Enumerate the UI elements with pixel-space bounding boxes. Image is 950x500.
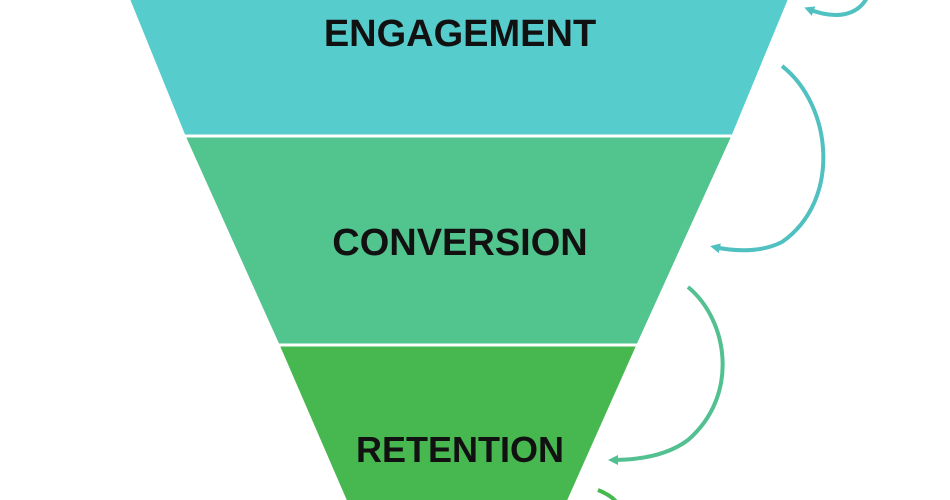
curved-arrow-1: [804, 0, 868, 17]
curved-arrow-3: [608, 285, 725, 465]
stage-label-conversion: CONVERSION: [332, 222, 587, 264]
curved-arrow-2: [710, 64, 826, 254]
stage-label-engagement: ENGAGEMENT: [324, 13, 596, 55]
curved-arrow-4: [597, 488, 618, 500]
stage-label-retention: RETENTION: [356, 429, 564, 470]
funnel-stage-retention: [275, 343, 641, 500]
